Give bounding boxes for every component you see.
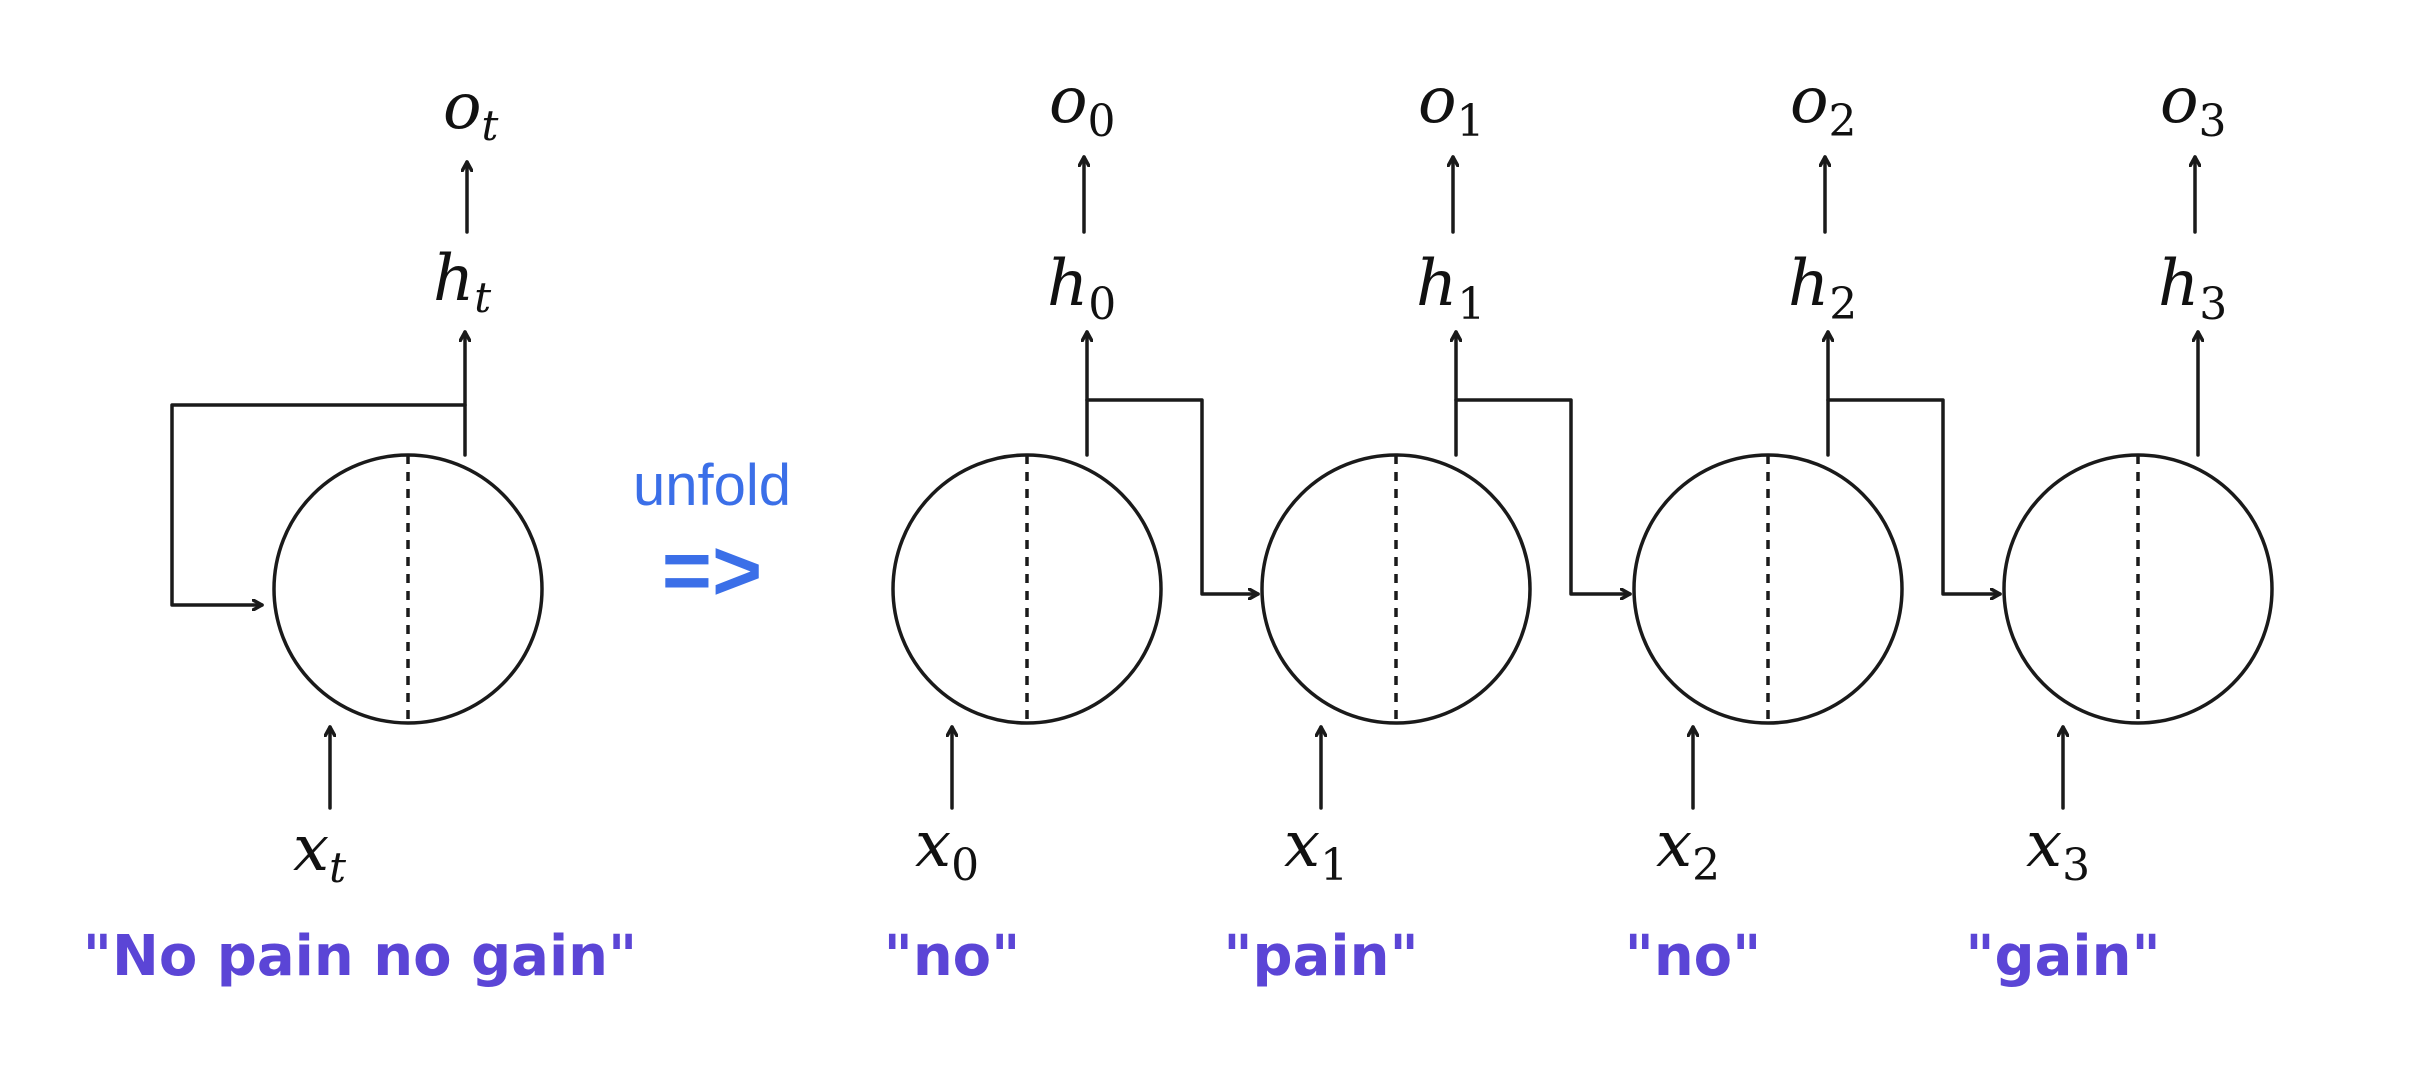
hidden-label: h2 <box>1788 247 1857 330</box>
input-label: x0 <box>915 808 979 891</box>
unfolded-sequence: o0 h0 x0 "no" o1 h1 x1 "pain" o2 h2 x2 "no" o3 h3 x3 "g… <box>884 64 2274 989</box>
input-word: "pain" <box>1223 924 1418 989</box>
input-word: "no" <box>1625 924 1762 989</box>
unfold-indicator: unfold => <box>633 453 791 619</box>
output-label: o0 <box>1049 64 1116 147</box>
hidden-label: h0 <box>1047 247 1116 330</box>
hidden-state-transfer-arrow <box>1085 398 1260 594</box>
hidden-label: h1 <box>1416 247 1485 330</box>
timestep-1: o1 h1 x1 "pain" <box>1223 64 1632 989</box>
output-label: o1 <box>1418 64 1485 147</box>
unfold-label: unfold <box>633 453 791 518</box>
input-label: x3 <box>2026 808 2090 891</box>
input-word: "gain" <box>1965 924 2160 989</box>
timestep-0: o0 h0 x0 "no" <box>884 64 1260 989</box>
recurrent-loop-arrow <box>170 403 467 605</box>
input-label: x1 <box>1284 808 1348 891</box>
folded-input-label: xt <box>293 812 346 892</box>
folded-output-label: ot <box>443 70 499 150</box>
input-label: x2 <box>1656 808 1720 891</box>
timestep-3: o3 h3 x3 "gain" <box>1965 64 2274 989</box>
output-label: o3 <box>2160 64 2227 147</box>
output-label: o2 <box>1790 64 1857 147</box>
timestep-2: o2 h2 x2 "no" <box>1625 64 2002 989</box>
folded-sentence: "No pain no gain" <box>83 924 637 989</box>
hidden-state-transfer-arrow <box>1454 398 1632 594</box>
folded-rnn: ot ht xt "No pain no gain" <box>83 70 637 989</box>
folded-hidden-label: ht <box>433 242 491 322</box>
hidden-label: h3 <box>2158 247 2227 330</box>
unfold-arrow-icon: => <box>662 523 762 619</box>
hidden-state-transfer-arrow <box>1826 398 2002 594</box>
input-word: "no" <box>884 924 1021 989</box>
